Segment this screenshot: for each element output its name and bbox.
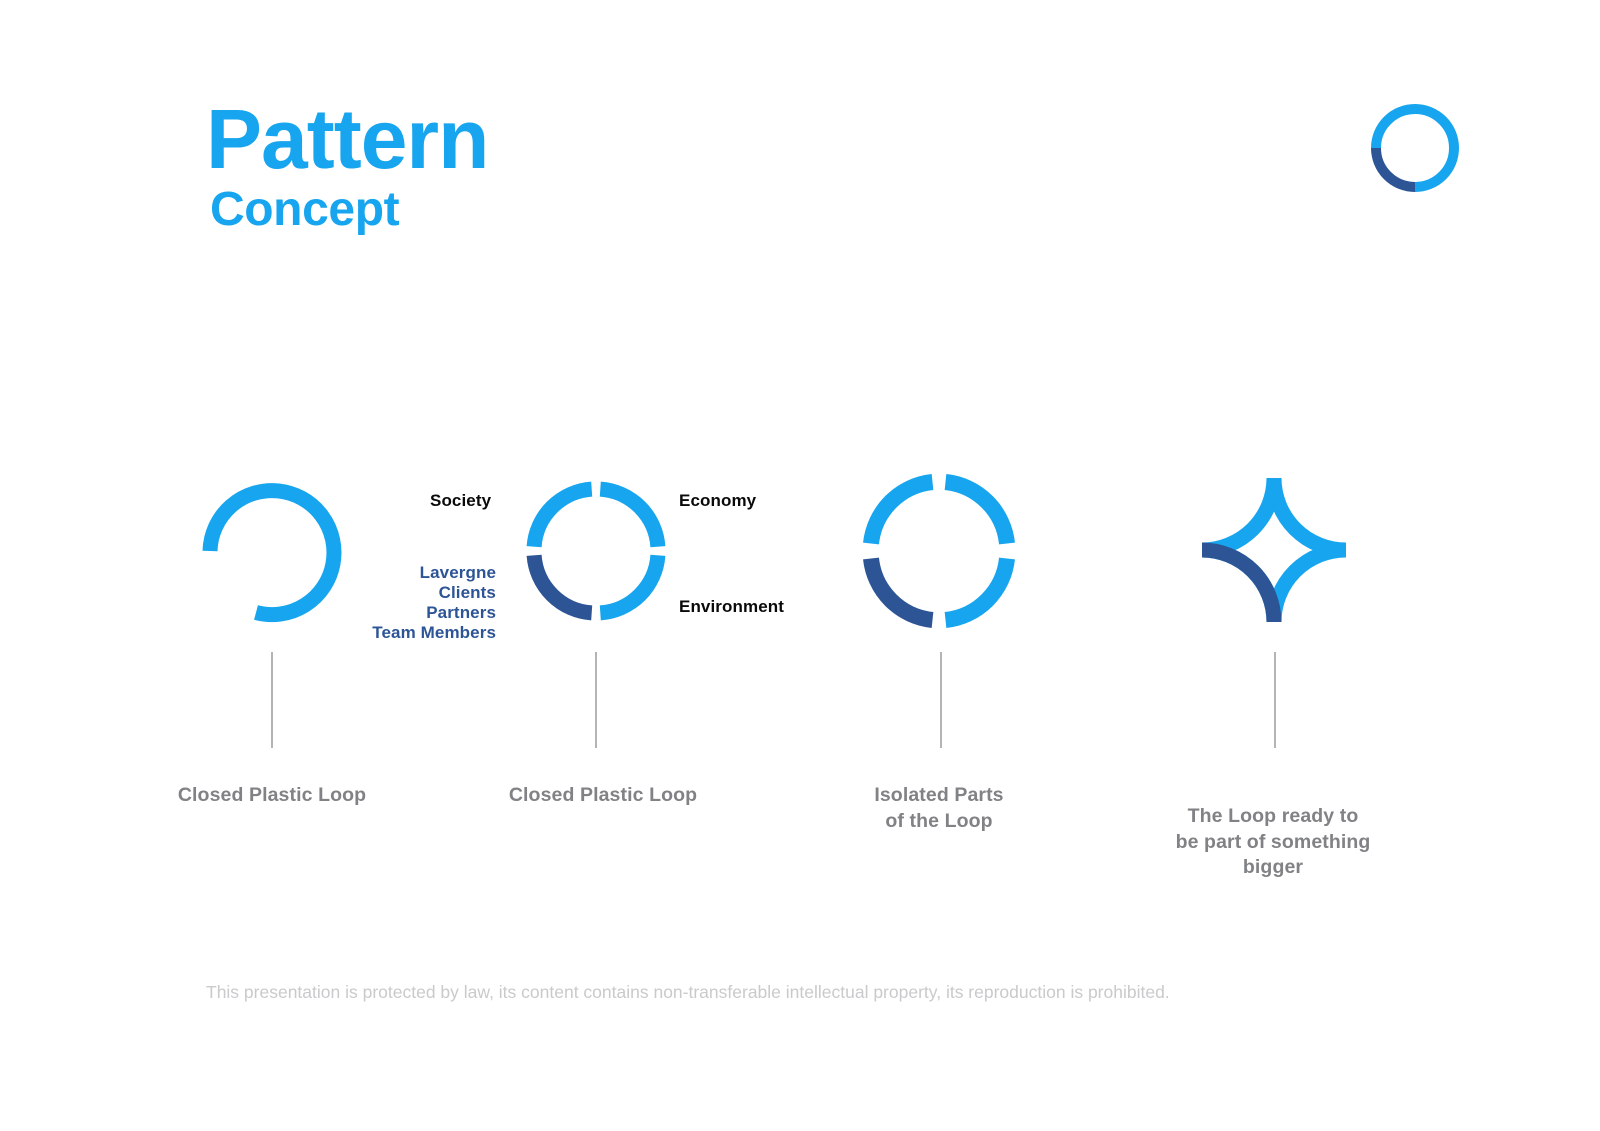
page-subtitle: Concept — [210, 182, 400, 236]
annotation-society: Society — [430, 491, 492, 510]
quadrant-loop-icon — [521, 476, 671, 626]
figure-1-caption-line: Closed Plastic Loop — [177, 784, 367, 806]
figure-3-caption: Isolated Parts of the Loop — [789, 783, 1089, 834]
connector-line-3 — [940, 652, 942, 748]
figure-2-caption-line: Closed Plastic Loop — [508, 784, 698, 806]
figure-4-caption-line: The Loop ready to — [1187, 805, 1359, 827]
figure-3-caption-line: of the Loop — [885, 809, 993, 832]
figure-4-caption-line: be part of something — [1175, 830, 1371, 853]
connector-line-2 — [595, 652, 597, 748]
figure-4-caption-line: bigger — [1242, 856, 1304, 879]
isolated-arcs-icon — [863, 474, 1015, 628]
figure-2-caption: Closed Plastic Loop — [453, 783, 753, 809]
annotation-environment: Environment — [679, 597, 785, 616]
figure-1-caption: Closed Plastic Loop — [122, 783, 422, 809]
connector-line-1 — [271, 652, 273, 748]
connector-line-4 — [1274, 652, 1276, 748]
figure-3-caption-line: Isolated Parts — [874, 784, 1004, 806]
page-title: Pattern — [206, 92, 489, 186]
open-loop-icon — [197, 476, 347, 626]
figure-4-caption: The Loop ready to be part of something b… — [1113, 804, 1433, 881]
title-block: Pattern Concept — [206, 92, 489, 236]
footer-disclaimer: This presentation is protected by law, i… — [206, 982, 1170, 1002]
lavergne-loop-logo-icon — [1368, 101, 1462, 195]
annotation-economy: Economy — [679, 491, 757, 510]
four-point-star-icon — [1198, 474, 1350, 628]
